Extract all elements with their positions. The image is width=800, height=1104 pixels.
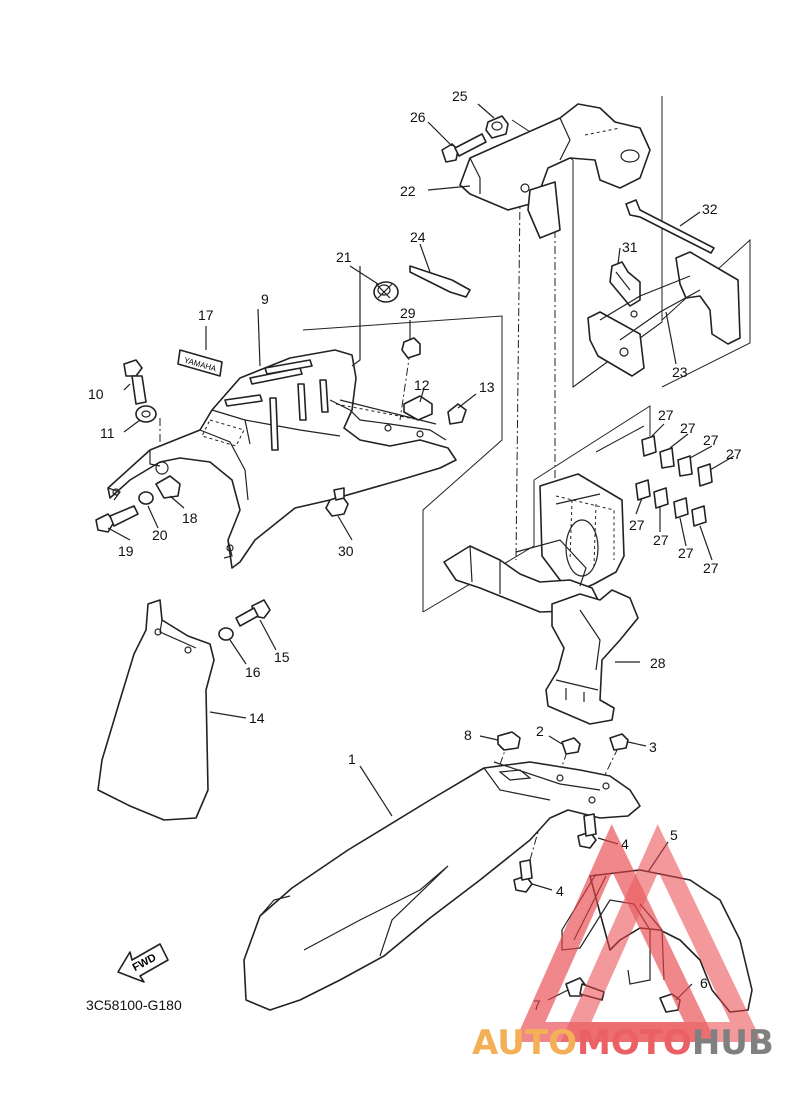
callout-8: 8: [464, 727, 472, 743]
part-31-clip: [609, 261, 641, 307]
callout-29: 29: [400, 305, 416, 321]
diagram-code: 3C58100-G180: [86, 997, 182, 1013]
part-3-nut: [609, 733, 629, 751]
callout-27: 27: [653, 532, 669, 548]
callout-3: 3: [649, 739, 657, 755]
part-8-grommet: [497, 731, 521, 751]
callout-24: 24: [410, 229, 426, 245]
part-29-nut: [401, 337, 421, 359]
callout-27: 27: [726, 446, 742, 462]
watermark-hub: HUB: [692, 1023, 774, 1063]
callout-4: 4: [621, 836, 629, 852]
callout-27: 27: [658, 407, 674, 423]
part-14-mud-flap: [97, 599, 215, 821]
callout-17: 17: [198, 307, 214, 323]
callout-19: 19: [118, 543, 134, 559]
part-23-bracket: [587, 251, 741, 377]
callout-22: 22: [400, 183, 416, 199]
watermark-text: AUTOMOTOHUB: [472, 1023, 774, 1063]
part-19-bolt: [95, 505, 139, 533]
callout-20: 20: [152, 527, 168, 543]
callout-1: 1: [348, 751, 356, 767]
callout-12: 12: [414, 377, 430, 393]
part-9-rear-fender: [107, 349, 457, 569]
part-30-bolt: [325, 487, 349, 517]
callout-5: 5: [670, 827, 678, 843]
part-27-cushions: [635, 435, 713, 527]
callout-21: 21: [336, 249, 352, 265]
watermark-auto: AUTO: [472, 1023, 577, 1063]
part-1-front-fender: [243, 761, 641, 1011]
callout-31: 31: [622, 239, 638, 255]
leader-lines: [107, 103, 735, 1001]
watermark-moto: MOTO: [577, 1023, 692, 1063]
callout-16: 16: [245, 664, 261, 680]
callout-15: 15: [274, 649, 290, 665]
callout-11: 11: [100, 425, 115, 441]
callout-13: 13: [479, 379, 495, 395]
callout-numbers: 1 2 3 4 4 5 6 7 8 9 10 11 12 13 14 15 16…: [88, 88, 742, 1013]
part-25-collar: [485, 115, 509, 139]
callout-32: 32: [702, 201, 718, 217]
part-20-washer: [138, 491, 154, 505]
part-18-collar: [155, 475, 181, 499]
callout-26: 26: [410, 109, 426, 125]
part-13-cap: [447, 403, 467, 425]
callout-2: 2: [536, 723, 544, 739]
callout-18: 18: [182, 510, 198, 526]
part-12-damper: [403, 395, 433, 421]
callout-27: 27: [703, 560, 719, 576]
callout-6: 6: [700, 975, 708, 991]
callout-9: 9: [261, 291, 269, 307]
callout-14: 14: [249, 710, 265, 726]
callout-4: 4: [556, 883, 564, 899]
callout-27: 27: [678, 545, 694, 561]
part-15-bolt: [235, 599, 271, 627]
part-22-upper-bracket: [459, 103, 651, 239]
part-4-bolt-a: [577, 813, 597, 849]
part-11-washer: [135, 405, 157, 423]
part-21-grommet: [373, 281, 399, 303]
callout-23: 23: [672, 364, 688, 380]
part-32-cable-tie: [625, 199, 715, 254]
part-4-bolt-b: [513, 859, 533, 893]
callout-27: 27: [703, 432, 719, 448]
callout-27: 27: [629, 517, 645, 533]
part-28-tail-housing: [443, 473, 639, 725]
part-10-bolt: [123, 359, 147, 405]
callout-28: 28: [650, 655, 666, 671]
callout-25: 25: [452, 88, 468, 104]
fwd-arrow: FWD: [117, 943, 169, 983]
callout-27: 27: [680, 420, 696, 436]
part-16-washer: [218, 627, 234, 641]
callout-30: 30: [338, 543, 354, 559]
part-24-strip: [409, 265, 471, 298]
part-2-nut: [561, 737, 581, 755]
watermark-triangle-inner: [560, 824, 762, 1042]
callout-10: 10: [88, 386, 104, 402]
part-17-decal: YAMAHA: [177, 349, 223, 377]
automotohub-watermark: AUTOMOTOHUB: [472, 824, 774, 1063]
